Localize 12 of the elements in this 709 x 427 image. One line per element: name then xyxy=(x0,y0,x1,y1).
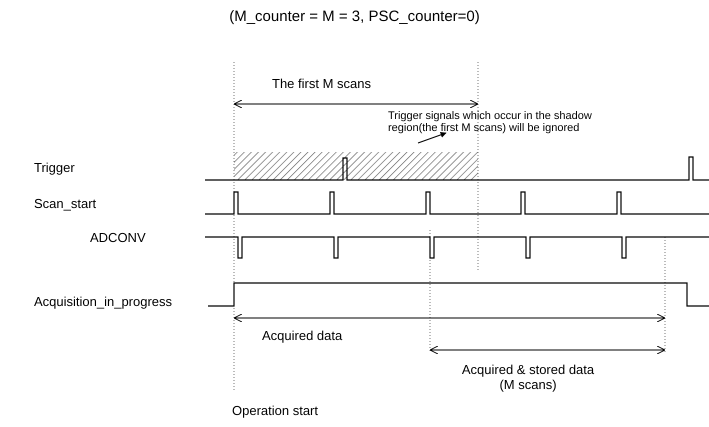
span-label: Acquired data xyxy=(262,328,342,343)
title: (M_counter = M = 3, PSC_counter=0) xyxy=(228,9,481,24)
signal-name: ADCONV xyxy=(90,230,146,245)
signal-name: Acquisition_in_progress xyxy=(34,294,172,309)
signal-name: Trigger xyxy=(34,160,75,175)
annotation: Operation start xyxy=(232,403,318,418)
signal-name: Scan_start xyxy=(34,196,96,211)
leader-arrow xyxy=(418,132,447,144)
note-text: Trigger signals which occur in the shadow region(the first M scans) will be ignored xyxy=(388,110,608,134)
span-label: Acquired & stored data (M scans) xyxy=(460,362,596,392)
span-label: The first M scans xyxy=(272,76,371,91)
hatched-region xyxy=(234,152,478,180)
